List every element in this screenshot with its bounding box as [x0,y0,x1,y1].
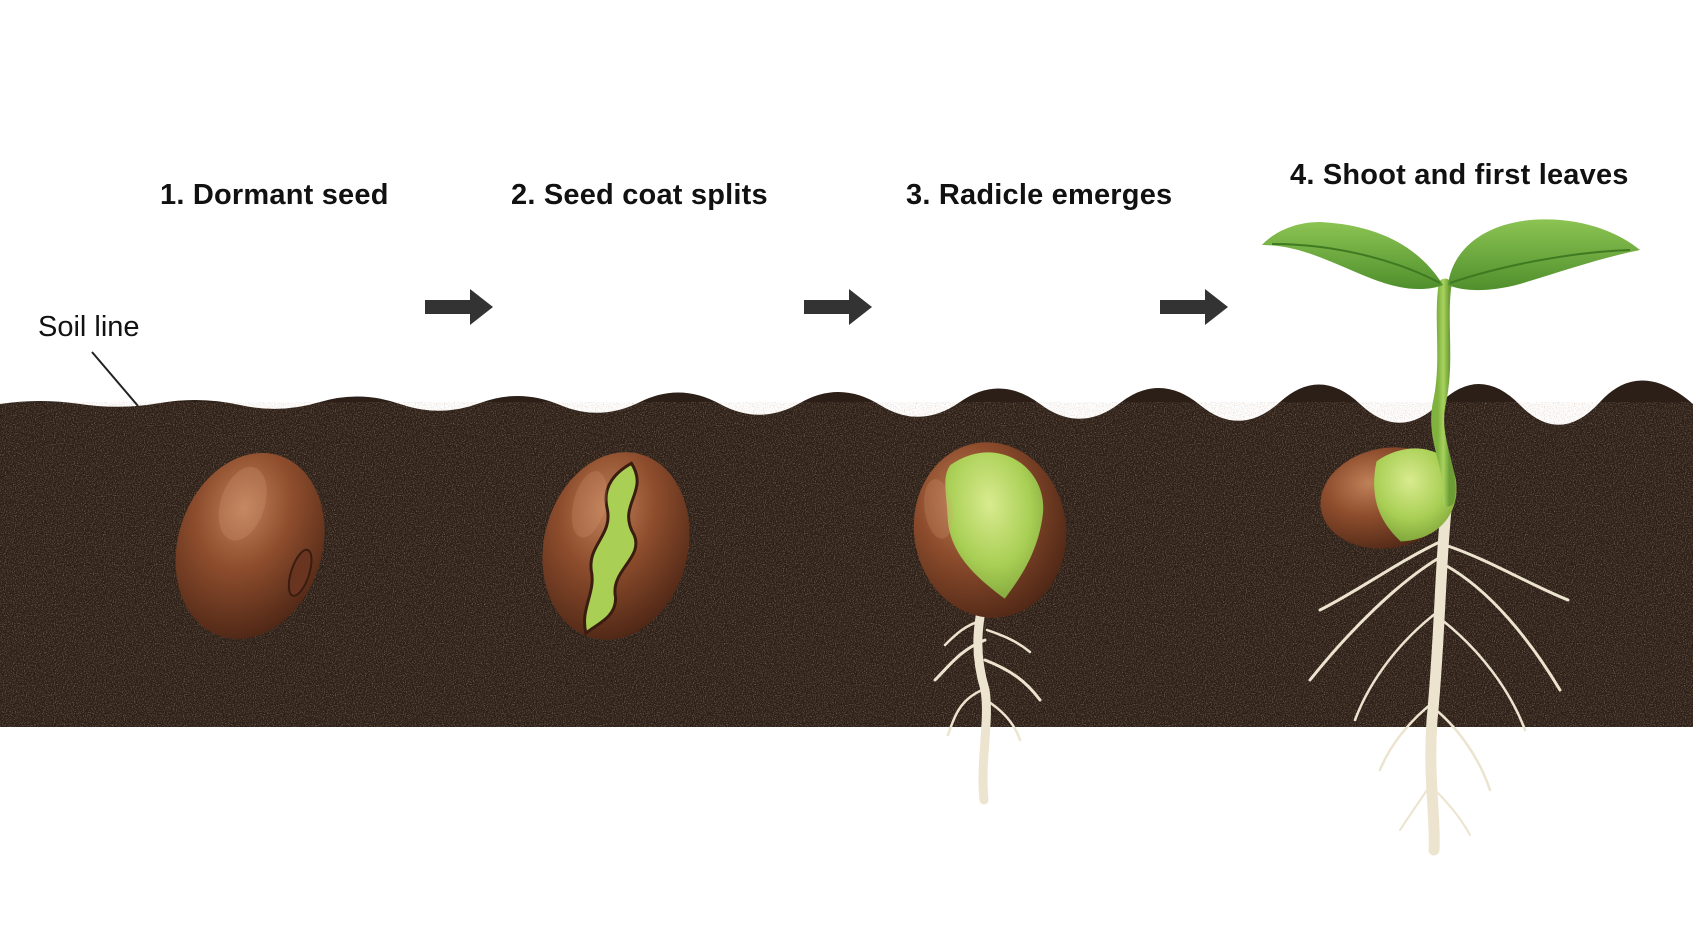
arrow-right-icon [1160,289,1228,325]
soil-line-pointer [91,351,139,407]
arrow-right-icon [804,289,872,325]
root-icon [1308,484,1570,856]
stage-2-label: 2. Seed coat splits [511,179,768,211]
leaf-icon [1448,219,1640,291]
leaf-icon [1262,222,1443,290]
soil-line-label: Soil line [38,311,140,343]
seed-icon [913,442,1067,618]
seed-icon [175,452,325,640]
seed-icon [1320,447,1457,549]
stage-1-label: 1. Dormant seed [160,179,389,211]
shoot-stem [1431,278,1456,507]
seed-icon [542,452,690,640]
arrow-right-icon [425,289,493,325]
stage-3-label: 3. Radicle emerges [906,179,1173,211]
stage-4-label: 4. Shoot and first leaves [1290,159,1629,191]
